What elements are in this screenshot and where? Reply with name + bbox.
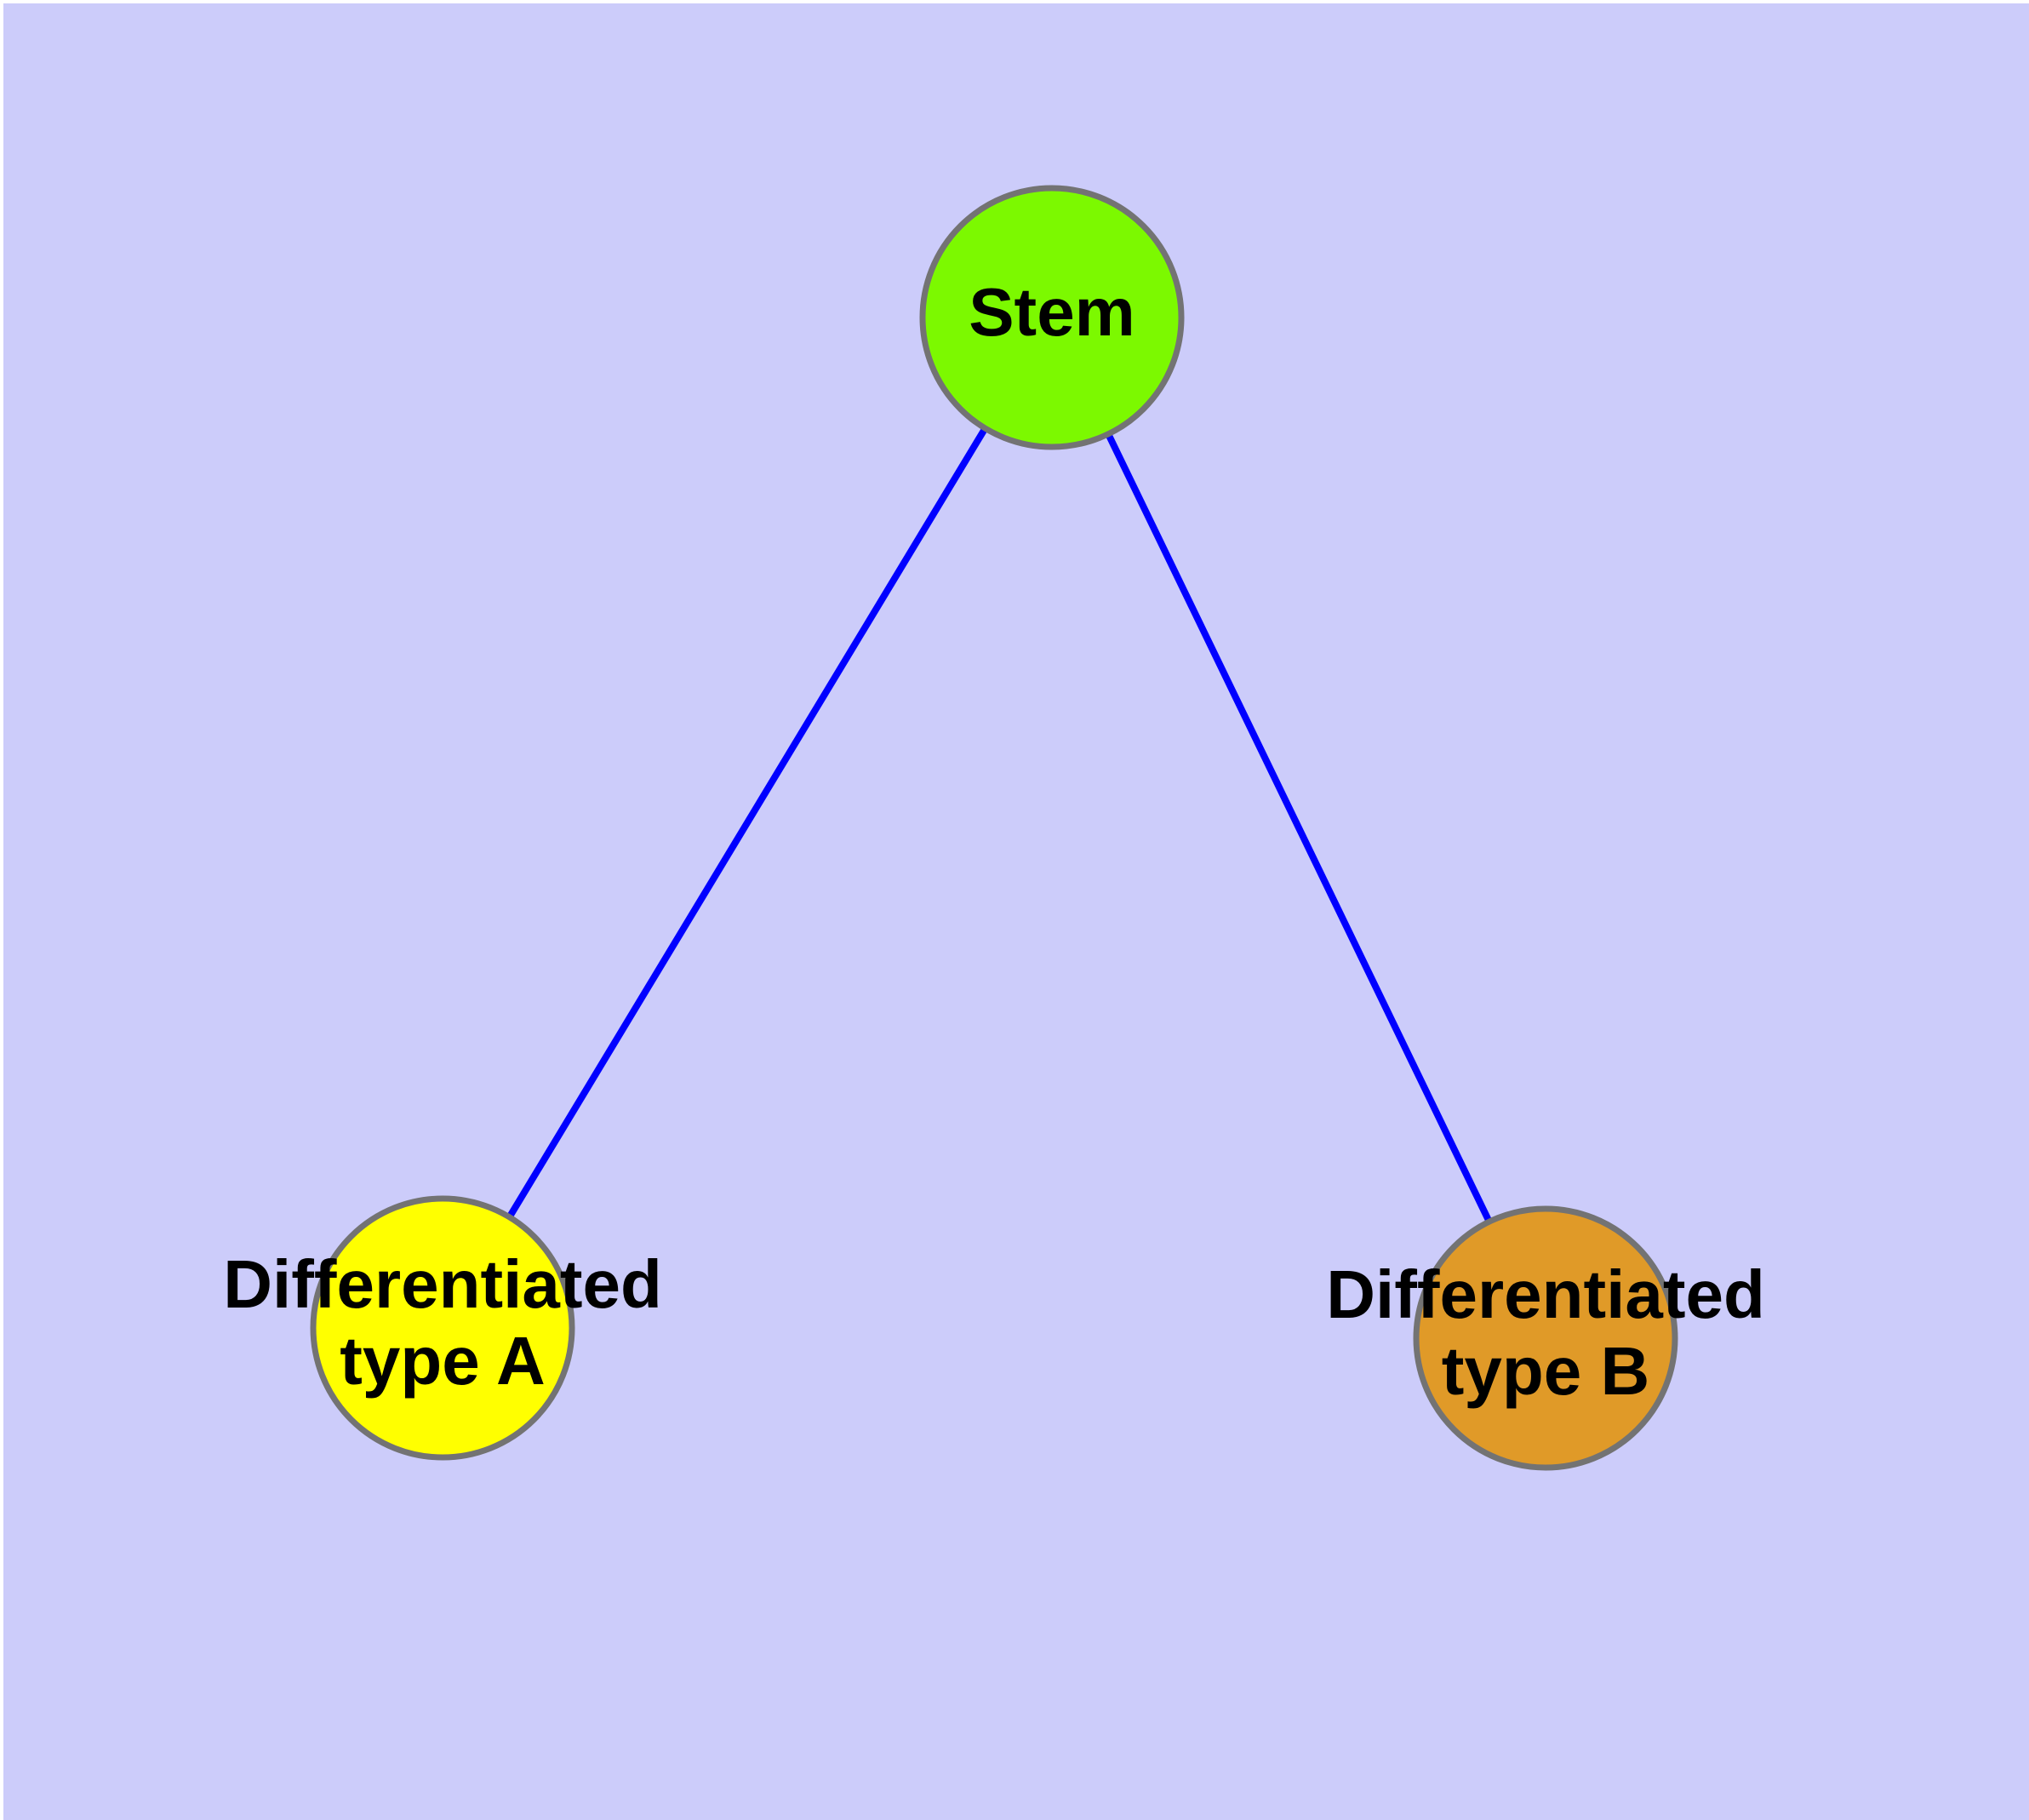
node-label-stem: Stem	[969, 274, 1135, 350]
graph-edge-stem-to-diff-b	[1105, 432, 1493, 1223]
node-circle-stem[interactable]	[919, 185, 1185, 450]
graph-node-stem[interactable]: Stem	[919, 185, 1185, 450]
edge-layer	[506, 426, 1493, 1223]
node-circle-diff-a[interactable]	[310, 1195, 575, 1461]
node-label-line: Differentiated	[223, 1246, 662, 1322]
node-label-line: type A	[340, 1323, 546, 1399]
node-label-line: Stem	[969, 274, 1135, 350]
graph-edge-stem-to-diff-a	[506, 426, 988, 1219]
node-circle-diff-b[interactable]	[1413, 1205, 1678, 1471]
node-label-line: Differentiated	[1326, 1256, 1765, 1332]
node-label-line: type B	[1442, 1333, 1650, 1409]
